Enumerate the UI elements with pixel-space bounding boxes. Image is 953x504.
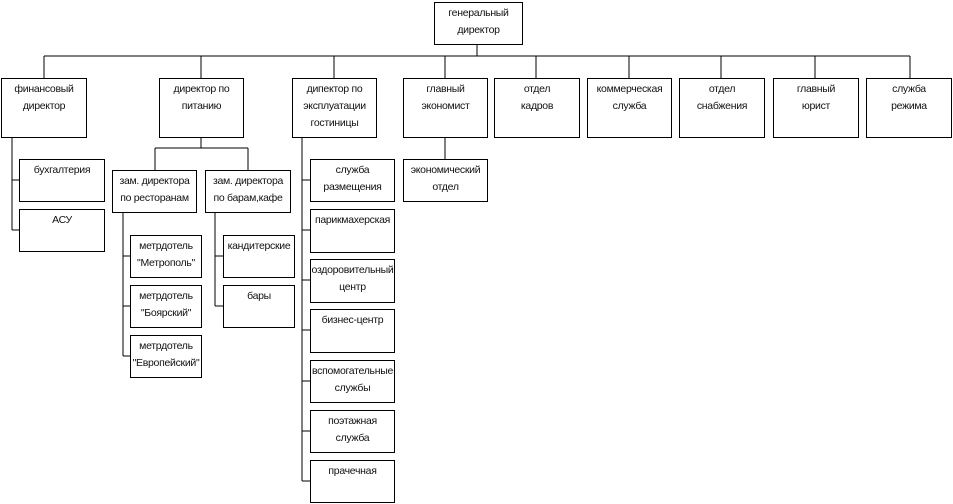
box-label: юрист <box>801 100 831 112</box>
box-food-director[interactable]: директор по питанию <box>159 78 244 138</box>
box-label: служба <box>612 100 647 112</box>
box-hairdresser[interactable]: парикмахерская <box>310 209 395 253</box>
box-confectionery[interactable]: кандитерские <box>223 235 295 278</box>
box-label: снабжения <box>696 100 748 112</box>
box-label: "Европейский" <box>132 357 200 369</box>
box-label: экономический <box>410 164 481 176</box>
box-label: "Метрополь" <box>137 257 195 269</box>
box-asu[interactable]: АСУ <box>19 209 105 252</box>
box-label: генеральный <box>448 7 509 19</box>
box-commercial-service[interactable]: коммерческая служба <box>587 78 672 138</box>
box-label: отдел <box>708 83 736 95</box>
box-maitre-metropol[interactable]: метрдотель "Метрополь" <box>130 235 202 278</box>
box-operations-director[interactable]: дипектор по эксплуатации гостиницы <box>292 78 377 138</box>
box-label: центр <box>339 281 366 293</box>
box-label: кадров <box>520 100 554 112</box>
box-label: служба <box>335 164 370 176</box>
box-label: по барам,кафе <box>213 192 283 204</box>
box-economic-department[interactable]: экономический отдел <box>403 159 488 202</box>
box-label: службы <box>334 382 371 394</box>
box-financial-director[interactable]: финансовый директор <box>1 78 87 138</box>
box-supply-department[interactable]: отдел снабжения <box>679 78 765 138</box>
box-accounting[interactable]: бухгалтерия <box>19 159 105 202</box>
box-label: служба <box>335 432 370 444</box>
box-label: кандитерские <box>227 240 291 252</box>
box-label: зам. директора <box>119 175 190 187</box>
box-security-service[interactable]: служба режима <box>866 78 952 138</box>
box-label: эксплуатации <box>303 100 366 112</box>
box-label: прачечная <box>328 465 377 477</box>
box-label: поэтажная <box>328 415 377 427</box>
box-label: гостиницы <box>310 117 359 129</box>
box-label: директор по <box>173 83 230 95</box>
box-wellness-center[interactable]: оздоровительный центр <box>310 259 395 303</box>
box-label: зам. директора <box>212 175 284 187</box>
box-accommodation-service[interactable]: служба размещения <box>310 159 395 202</box>
box-label: парикмахерская <box>314 214 391 226</box>
box-label: метрдотель <box>139 340 193 352</box>
box-label: директор <box>22 100 66 112</box>
box-label: отдел <box>432 181 459 193</box>
box-label: оздоровительный <box>311 264 394 276</box>
box-label: бухгалтерия <box>33 164 91 176</box>
box-label: размещения <box>323 181 382 193</box>
box-label: метрдотель <box>139 290 193 302</box>
box-label: бизнес-центр <box>321 314 384 326</box>
box-label: финансовый <box>14 83 74 95</box>
box-label: бары <box>247 290 271 302</box>
box-label: дипектор по <box>306 83 363 95</box>
box-label: режима <box>891 100 927 112</box>
box-business-center[interactable]: бизнес-центр <box>310 309 395 353</box>
box-floor-service[interactable]: поэтажная служба <box>310 410 395 453</box>
box-label: "Боярский" <box>140 307 192 319</box>
box-maitre-european[interactable]: метрдотель "Европейский" <box>130 335 202 378</box>
box-maitre-boyarsky[interactable]: метрдотель "Боярский" <box>130 285 202 328</box>
box-label: директор <box>457 24 500 36</box>
box-chief-economist[interactable]: главный экономист <box>403 78 488 138</box>
box-chief-lawyer[interactable]: главный юрист <box>773 78 859 138</box>
box-general-director[interactable]: генеральный директор <box>434 2 523 45</box>
box-label: по ресторанам <box>120 192 189 204</box>
box-label: экономист <box>421 100 470 112</box>
box-deputy-bars[interactable]: зам. директора по барам,кафе <box>205 170 291 213</box>
box-laundry[interactable]: прачечная <box>310 460 395 503</box>
box-label: вспомогательные <box>312 365 393 377</box>
box-auxiliary-services[interactable]: вспомогательные службы <box>310 360 395 403</box>
box-label: метрдотель <box>139 240 193 252</box>
box-bars[interactable]: бары <box>223 285 295 328</box>
box-label: питанию <box>181 100 222 112</box>
box-hr-department[interactable]: отдел кадров <box>494 78 580 138</box>
box-label: служба <box>892 83 926 95</box>
box-label: АСУ <box>52 214 72 226</box>
box-label: отдел <box>523 83 551 95</box>
box-label: главный <box>426 83 465 95</box>
box-label: главный <box>796 83 836 95</box>
box-label: коммерческая <box>596 83 663 95</box>
box-deputy-restaurants[interactable]: зам. директора по ресторанам <box>112 170 197 213</box>
